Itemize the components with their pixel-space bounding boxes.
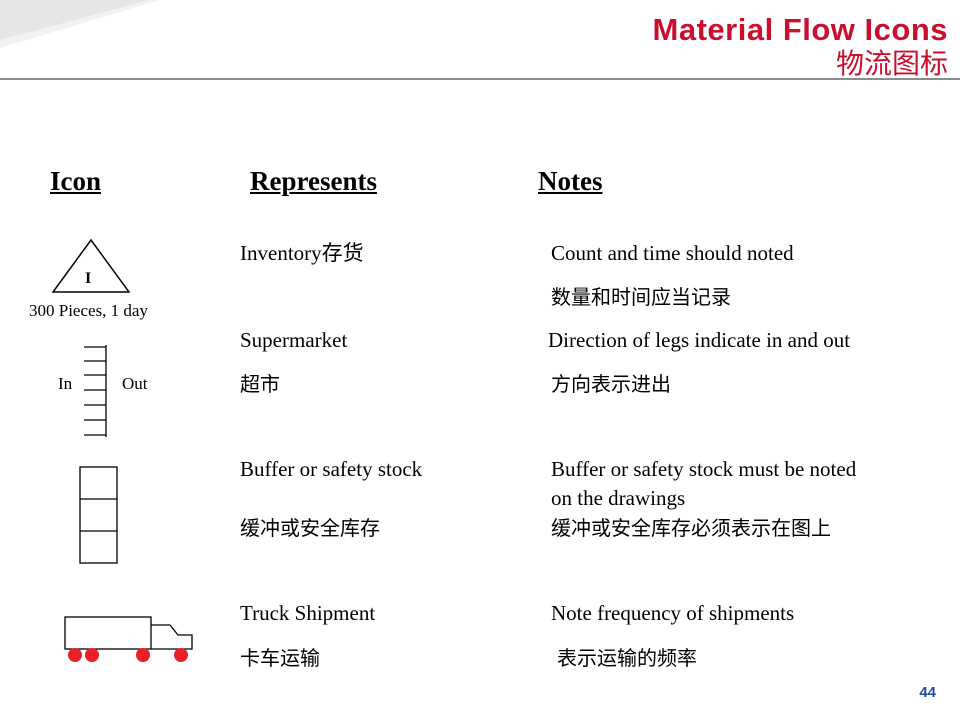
column-heading-icon: Icon: [50, 166, 102, 196]
inventory-icon-letter: I: [85, 270, 92, 287]
slide-title: Material Flow Icons: [652, 12, 948, 47]
supermarket-out-label: Out: [122, 374, 148, 393]
represents-supermarket-zh: 超市: [240, 372, 280, 396]
inventory-triangle-icon: [51, 238, 131, 293]
notes-inventory-zh: 数量和时间应当记录: [551, 285, 731, 309]
slide-header: Material Flow Icons 物流图标: [0, 0, 960, 80]
notes-truck: Note frequency of shipments: [551, 601, 795, 625]
buffer-stock-icon: [79, 466, 118, 564]
page-number: 44: [919, 684, 936, 701]
truck-wheel: [85, 648, 99, 662]
represents-truck: Truck Shipment: [240, 601, 376, 625]
represents-buffer-zh: 缓冲或安全库存: [240, 516, 380, 540]
truck-wheel: [174, 648, 188, 662]
header-rule: [0, 78, 960, 80]
truck-wheel: [136, 648, 150, 662]
notes-buffer-zh: 缓冲或安全库存必须表示在图上: [551, 516, 831, 540]
column-heading-notes: Notes: [538, 166, 603, 196]
supermarket-in-label: In: [58, 374, 73, 393]
truck-wheel: [68, 648, 82, 662]
represents-buffer: Buffer or safety stock: [240, 457, 423, 481]
header-decoration: [0, 0, 160, 48]
represents-inventory: Inventory存货: [240, 241, 364, 265]
inventory-icon-caption: 300 Pieces, 1 day: [29, 301, 148, 320]
notes-inventory: Count and time should noted: [551, 241, 794, 265]
notes-truck-zh: 表示运输的频率: [557, 646, 697, 670]
notes-supermarket: Direction of legs indicate in and out: [548, 328, 851, 352]
column-heading-represents: Represents: [250, 166, 377, 196]
notes-buffer-line1: Buffer or safety stock must be noted: [551, 457, 857, 481]
truck-icon: [64, 616, 193, 662]
notes-supermarket-zh: 方向表示进出: [551, 372, 671, 396]
represents-truck-zh: 卡车运输: [240, 646, 320, 670]
represents-supermarket: Supermarket: [240, 328, 348, 352]
notes-buffer-line2: on the drawings: [551, 486, 686, 510]
supermarket-icon: [84, 345, 107, 437]
slide-title-chinese: 物流图标: [835, 47, 948, 80]
